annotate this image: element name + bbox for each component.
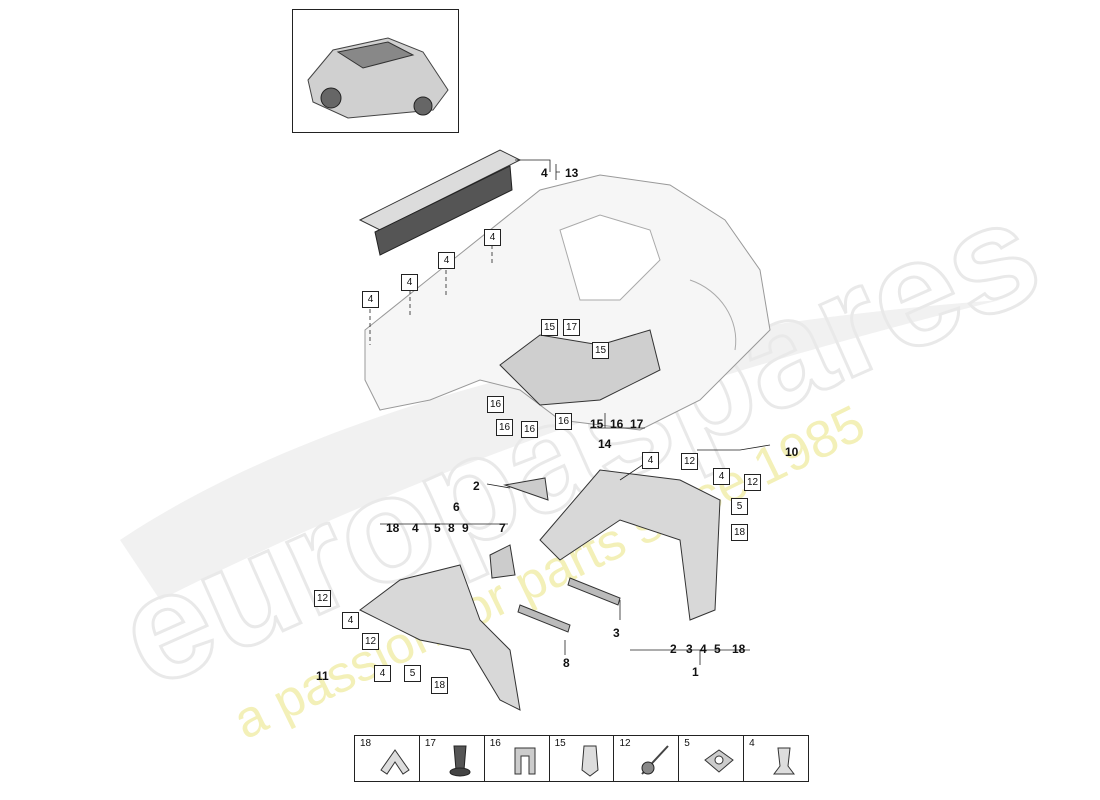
callout-15: 15	[592, 342, 610, 359]
label-6-4: 4	[412, 521, 419, 535]
label-1-5: 5	[714, 642, 721, 656]
legend-number: 4	[749, 738, 755, 749]
clip-4-icon	[773, 747, 796, 775]
callout-17: 17	[563, 319, 581, 336]
side-trim-right	[539, 469, 721, 621]
legend-cell: 12	[614, 736, 680, 781]
legend-number: 5	[684, 738, 690, 749]
callout-4: 4	[401, 274, 418, 291]
callout-12: 12	[314, 590, 332, 607]
legend-number: 18	[360, 738, 372, 749]
callout-15: 15	[541, 319, 559, 336]
label-14: 14	[598, 437, 612, 451]
legend-number: 12	[619, 738, 631, 749]
legend-number: 15	[554, 738, 566, 749]
label-10: 10	[785, 445, 799, 459]
legend-cell: 5	[679, 736, 745, 781]
label-13: 13	[565, 166, 579, 180]
label-6-8: 8	[448, 521, 455, 535]
label-1-18: 18	[732, 642, 746, 656]
label-1-4: 4	[700, 642, 707, 656]
strip-part-3	[567, 577, 621, 606]
label-14-16: 16	[610, 417, 624, 431]
legend-cell: 16	[485, 736, 550, 781]
callout-12: 12	[362, 633, 380, 650]
callout-18: 18	[731, 524, 749, 541]
callout-16: 16	[487, 396, 505, 413]
legend-cell: 18	[355, 736, 420, 781]
watermark-swoosh	[120, 300, 1000, 600]
legend-cell: 15	[550, 736, 615, 781]
rivet-12-icon	[641, 745, 670, 775]
label-1: 1	[692, 665, 699, 679]
body-shell	[364, 174, 771, 431]
label-4-13: 4	[541, 166, 548, 180]
callout-5: 5	[731, 498, 748, 515]
callout-4: 4	[438, 252, 455, 269]
callout-12: 12	[744, 474, 762, 491]
side-trim-left	[359, 564, 521, 711]
leader-lines	[369, 159, 771, 665]
legend-cell: 17	[420, 736, 485, 781]
label-11: 11	[316, 669, 329, 683]
callout-16: 16	[496, 419, 514, 436]
label-6-5: 5	[434, 521, 441, 535]
callout-4: 4	[374, 665, 391, 682]
callout-4: 4	[642, 452, 659, 469]
label-6-18: 18	[386, 521, 400, 535]
label-14-15: 15	[590, 417, 604, 431]
label-6: 6	[453, 500, 460, 514]
cover-part-2	[503, 477, 549, 501]
cover-part-7	[489, 544, 516, 579]
callout-5: 5	[404, 665, 421, 682]
plug-17-icon	[449, 745, 471, 777]
label-1-2: 2	[670, 642, 677, 656]
label-2: 2	[473, 479, 480, 493]
vehicle-thumbnail	[292, 9, 459, 133]
label-1-3: 3	[686, 642, 693, 656]
nut-5-icon	[704, 749, 735, 773]
label-9: 9	[462, 521, 469, 535]
callout-4: 4	[713, 468, 730, 485]
clip-15-icon	[581, 745, 599, 777]
callout-18: 18	[431, 677, 449, 694]
clip-18-icon	[380, 749, 410, 775]
car-icon	[307, 37, 449, 119]
clip-16-icon	[514, 747, 536, 775]
callout-4: 4	[484, 229, 501, 246]
label-7: 7	[499, 521, 506, 535]
callout-12: 12	[681, 453, 699, 470]
legend-number: 16	[489, 738, 501, 749]
callout-4: 4	[362, 291, 379, 308]
label-3: 3	[613, 626, 620, 640]
callout-16: 16	[521, 421, 539, 438]
label-14-17: 17	[630, 417, 644, 431]
floor-trim	[499, 329, 661, 406]
strip-part-8	[517, 604, 571, 633]
legend-number: 17	[424, 738, 436, 749]
callout-16: 16	[555, 413, 573, 430]
fastener-legend: 18 17 16 15 12	[354, 735, 809, 782]
label-8: 8	[563, 656, 570, 670]
callout-4: 4	[342, 612, 359, 629]
legend-cell: 4	[744, 736, 808, 781]
